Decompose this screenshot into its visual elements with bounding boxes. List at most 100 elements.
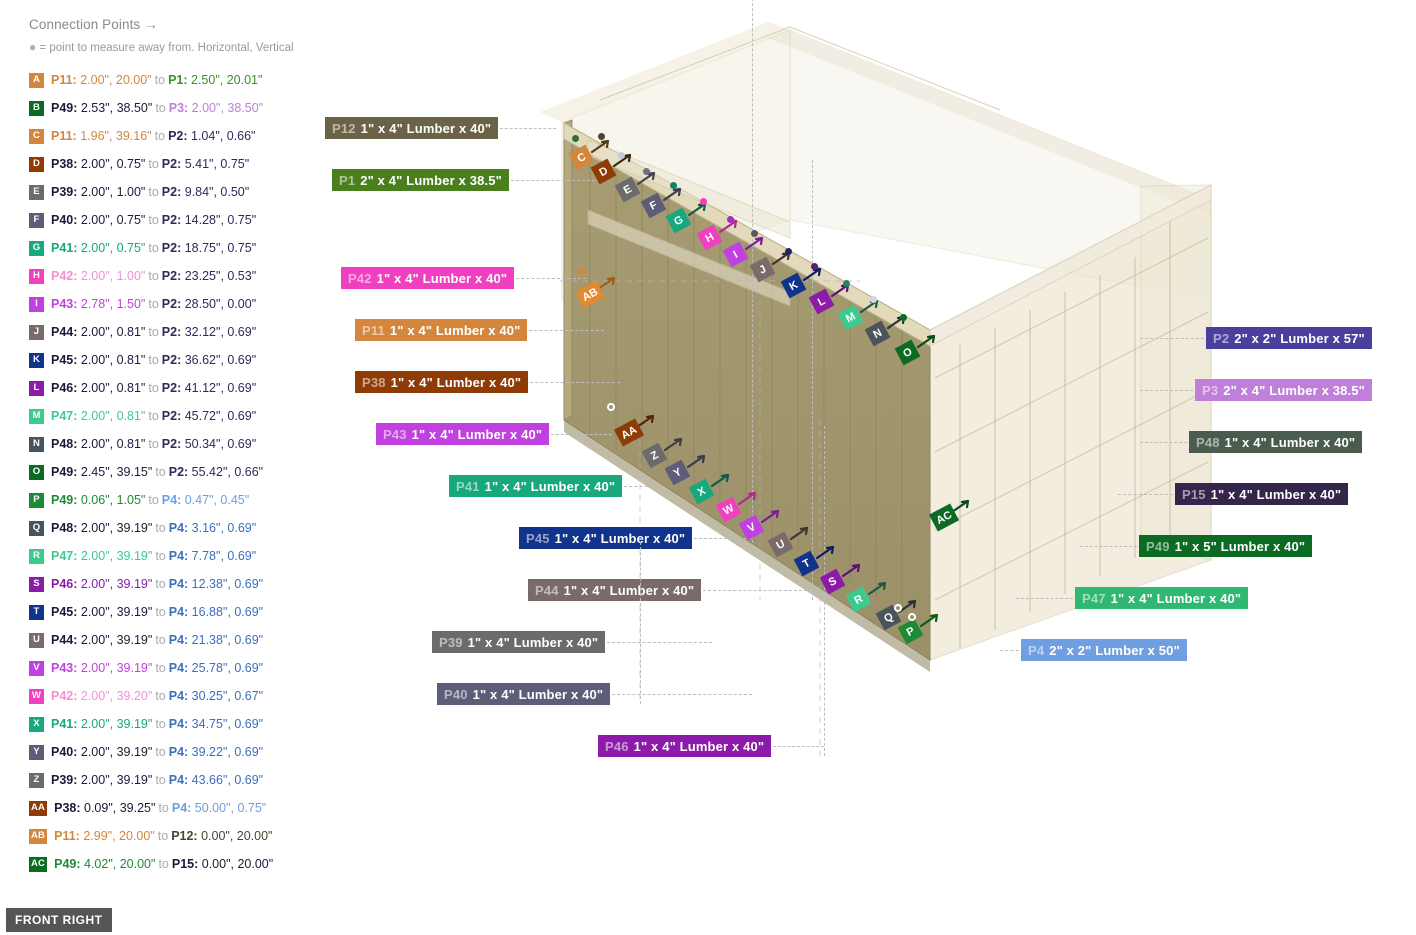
to-part-id: P4:	[168, 549, 189, 563]
to-values: 43.66", 0.69"	[188, 773, 264, 787]
to-part-id: P2:	[161, 157, 182, 171]
model-marker-k[interactable]: K	[780, 272, 807, 299]
to-part-id: P2:	[161, 409, 182, 423]
model-marker-t[interactable]: T	[793, 550, 820, 577]
measure-point-dot	[618, 152, 625, 159]
to-values: 39.22", 0.69"	[188, 745, 264, 759]
from-values: 2.00", 0.81"	[77, 437, 146, 451]
from-values: 2.00", 39.19"	[77, 745, 153, 759]
model-marker-z[interactable]: Z	[641, 442, 668, 469]
model-marker-v[interactable]: V	[738, 514, 765, 541]
model-marker-r[interactable]: R	[845, 586, 872, 613]
to-part-id: P2:	[161, 269, 182, 283]
to-word: to	[158, 801, 169, 815]
to-word: to	[148, 409, 159, 423]
connection-point-badge: O	[29, 464, 44, 480]
model-marker-aa[interactable]: AA	[613, 418, 645, 447]
from-part-id: P41:	[51, 717, 78, 731]
measure-point-dot	[670, 182, 677, 189]
panel-legend: ● = point to measure away from. Horizont…	[29, 40, 294, 54]
to-word: to	[148, 269, 159, 283]
to-word: to	[148, 381, 159, 395]
from-values: 2.53", 38.50"	[77, 101, 153, 115]
model-marker-m[interactable]: M	[837, 304, 864, 331]
model-marker-y[interactable]: Y	[664, 459, 691, 486]
to-part-id: P4:	[168, 661, 189, 675]
part-id: P3	[1202, 382, 1219, 398]
model-marker-h[interactable]: H	[696, 224, 723, 251]
model-marker-g[interactable]: G	[665, 207, 692, 234]
from-part-id: P46:	[51, 381, 78, 395]
measure-point-dot	[751, 230, 758, 237]
from-values: 2.00", 39.19"	[77, 633, 153, 647]
to-part-id: P2:	[161, 213, 182, 227]
part-description: 1" x 4" Lumber x 40"	[411, 426, 543, 442]
leader-line-vertical	[640, 542, 641, 652]
from-part-id: P49:	[51, 493, 78, 507]
model-marker-i[interactable]: I	[722, 241, 749, 268]
to-word: to	[148, 213, 159, 227]
to-word: to	[155, 689, 166, 703]
from-part-id: P44:	[51, 325, 78, 339]
to-word: to	[155, 633, 166, 647]
legend-dot-icon: ●	[29, 40, 37, 54]
part-id: P46	[605, 738, 629, 754]
model-marker-ab[interactable]: AB	[574, 280, 606, 309]
leader-line	[773, 746, 824, 747]
leader-line	[1140, 338, 1204, 339]
model-marker-o[interactable]: O	[894, 339, 921, 366]
from-part-id: P39:	[51, 773, 78, 787]
model-marker-u[interactable]: U	[767, 531, 794, 558]
model-marker-n[interactable]: N	[864, 320, 891, 347]
leader-line	[551, 434, 612, 435]
model-marker-ac[interactable]: AC	[928, 503, 960, 532]
measure-point-dot	[578, 268, 585, 275]
from-part-id: P43:	[51, 297, 78, 311]
model-marker-x[interactable]: X	[688, 478, 715, 505]
to-values: 2.50", 20.01"	[187, 73, 263, 87]
from-values: 2.00", 20.00"	[76, 73, 152, 87]
connection-point-badge: R	[29, 548, 44, 564]
part-id: P2	[1213, 330, 1230, 346]
from-values: 2.00", 39.19"	[77, 605, 153, 619]
to-part-id: P4:	[168, 633, 189, 647]
model-marker-e[interactable]: E	[614, 176, 641, 203]
connection-point-badge: K	[29, 352, 44, 368]
model-marker-j[interactable]: J	[749, 256, 776, 283]
model-marker-f[interactable]: F	[640, 192, 667, 219]
to-part-id: P2:	[161, 185, 182, 199]
model-marker-w[interactable]: W	[715, 496, 742, 523]
model-marker-p[interactable]: P	[897, 618, 924, 645]
to-part-id: P2:	[168, 465, 189, 479]
